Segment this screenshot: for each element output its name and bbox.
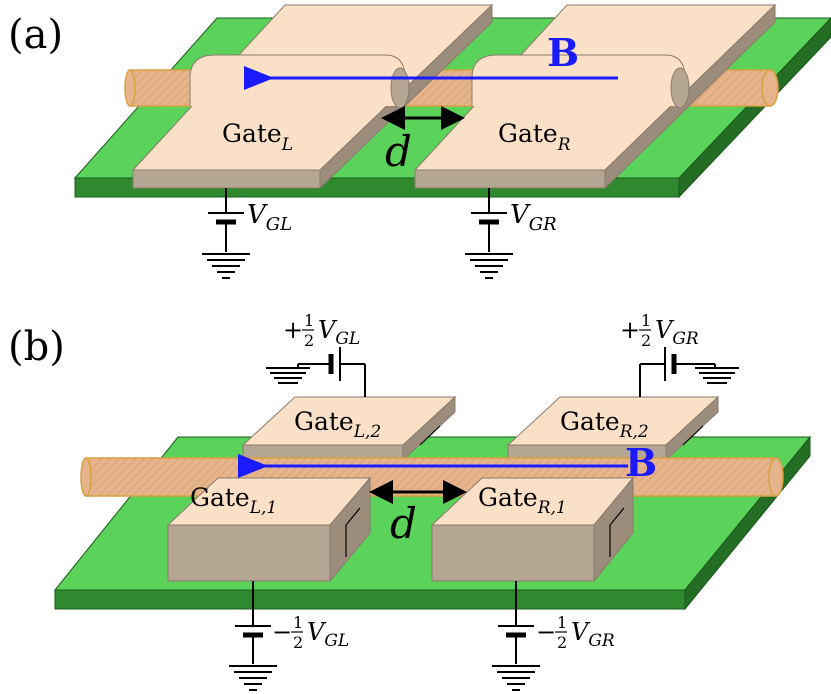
gate-right-2-label: GateR,2 [560,407,649,442]
ground-left-a-icon [202,253,250,279]
gate-left-1-label: GateL,1 [190,483,277,518]
ground-top-left-icon [266,364,310,384]
voltage-right-a-label: VGR [510,200,557,235]
panel-b-label: (b) [8,324,65,370]
svg-text:+: + [620,316,640,344]
gate-right-a-label: GateR [498,119,571,155]
svg-text:2: 2 [304,331,314,350]
ground-right-a-icon [465,253,513,279]
separation-label-b: d [390,499,417,548]
field-label-b: B [625,440,657,485]
battery-top-left [298,347,366,397]
voltage-bottom-left-label: − 1 2 VGL [272,613,349,652]
svg-text:2: 2 [293,633,303,652]
gate-left-1 [166,476,372,583]
gate-left-a-label: GateL [222,119,293,155]
voltage-top-right-label: + 1 2 VGR [620,311,699,350]
ground-bottom-right-icon [492,665,540,691]
voltage-top-left-label: + 1 2 VGL [283,311,360,350]
panel-a: (a) Gat [8,3,831,279]
voltage-bottom-right-label: − 1 2 VGR [536,613,615,652]
gate-right-1-label: GateR,1 [478,483,567,518]
voltage-left-a-label: VGL [247,200,292,235]
svg-text:VGL: VGL [318,316,360,349]
ground-top-right-icon [695,364,739,384]
svg-text:VGR: VGR [571,618,615,651]
gate-left-2 [241,395,457,462]
gate-left-a [131,3,494,190]
svg-text:1: 1 [557,613,567,632]
battery-bottom-left [235,581,271,664]
battery-bottom-right [498,581,534,664]
svg-text:VGR: VGR [655,316,699,349]
svg-text:1: 1 [293,613,303,632]
panel-b: (b) GateL,2 GateR,2 [8,311,812,691]
battery-left-a [208,188,244,252]
battery-top-right [639,347,715,397]
svg-text:VGL: VGL [307,618,349,651]
svg-text:1: 1 [641,311,651,330]
battery-right-a [471,188,507,252]
svg-text:1: 1 [304,311,314,330]
svg-text:−: − [536,618,556,646]
field-label-a: B [547,30,579,75]
svg-text:2: 2 [557,633,567,652]
separation-label-a: d [385,127,412,176]
svg-text:+: + [283,316,303,344]
svg-text:2: 2 [641,331,651,350]
nanowire-b [80,457,784,497]
gate-right-a [413,3,777,190]
gate-left-2-label: GateL,2 [294,407,381,442]
svg-text:−: − [272,618,292,646]
gate-right-2 [506,395,720,462]
ground-bottom-left-icon [229,665,277,691]
panel-a-label: (a) [8,12,63,58]
